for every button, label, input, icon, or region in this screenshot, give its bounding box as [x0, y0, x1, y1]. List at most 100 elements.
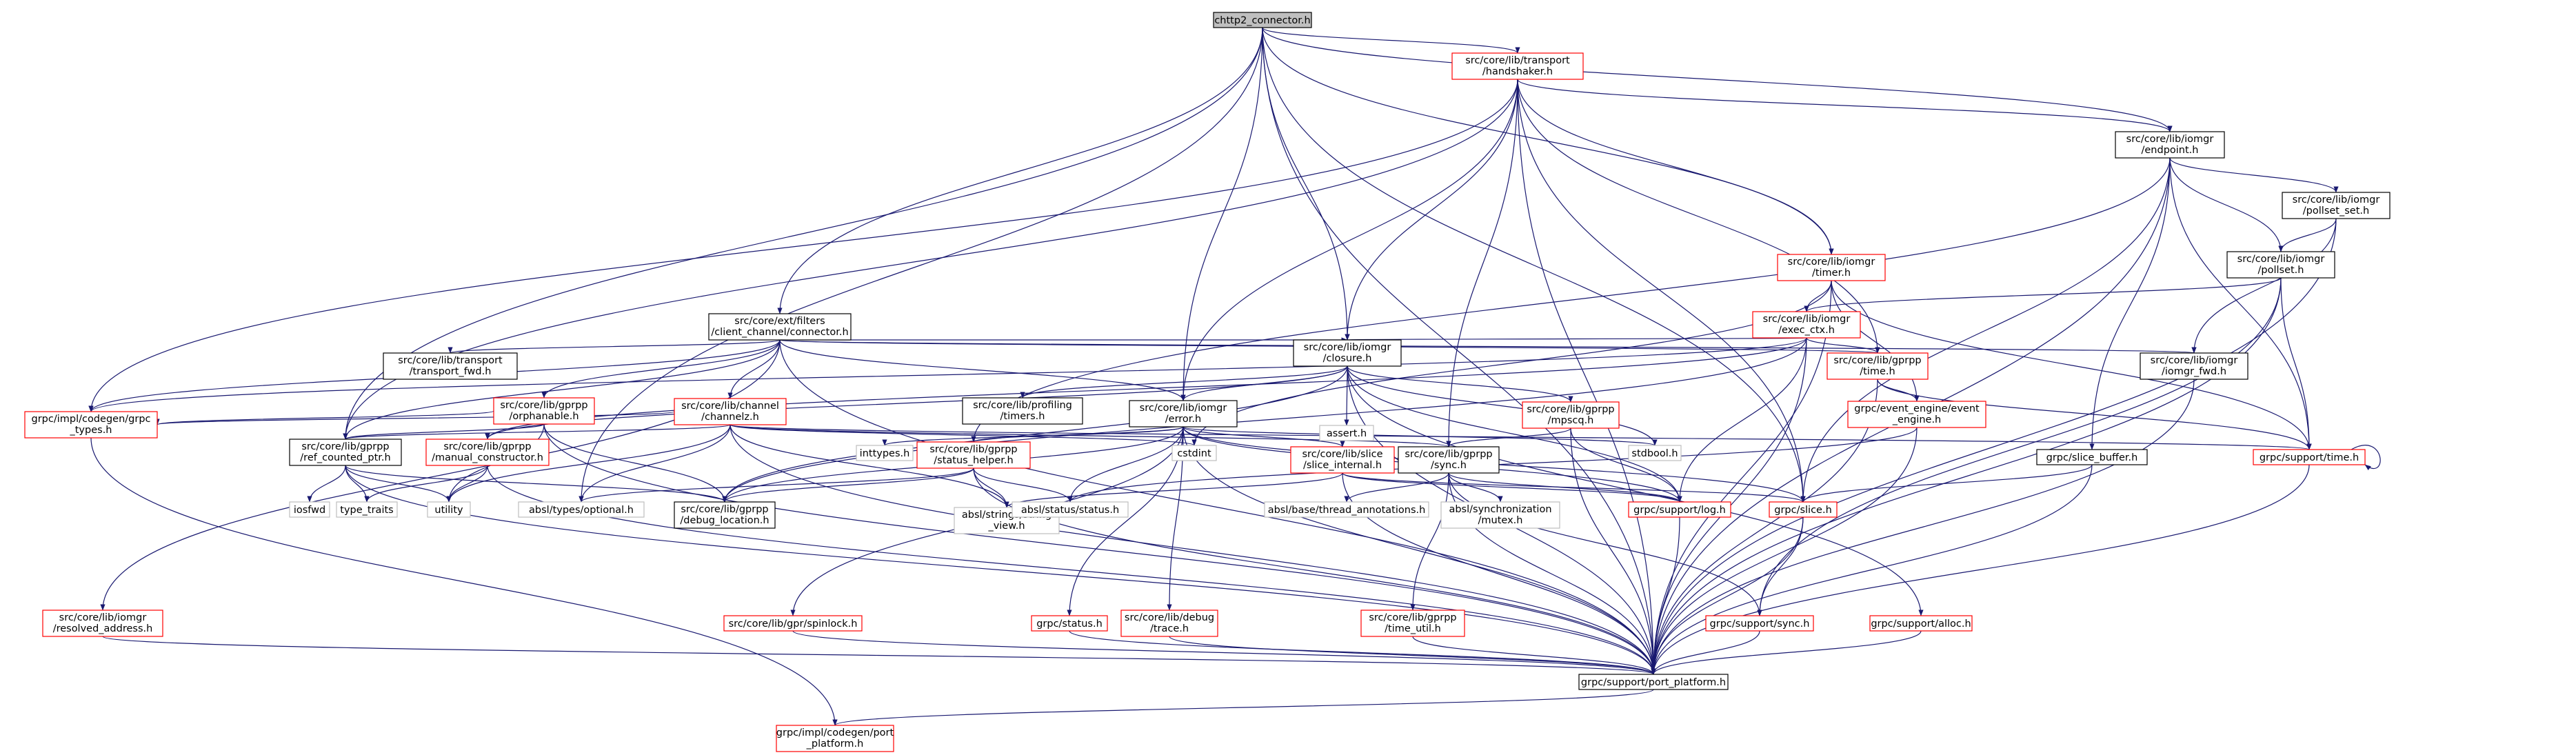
- node-port_platform[interactable]: grpc/support/port_platform.h: [1578, 674, 1729, 690]
- node-channelz[interactable]: src/core/lib/channel/channelz.h: [674, 398, 787, 425]
- node-gprpp_time[interactable]: src/core/lib/gprpp/time.h: [1827, 352, 1929, 380]
- edge-handshaker-to-gprpp_sync: [1446, 79, 1518, 447]
- edge-ref_counted_ptr-to-iosfwd: [307, 465, 346, 503]
- edge-pollset-to-exec_ctx: [1804, 277, 2282, 312]
- node-slice_internal[interactable]: src/core/lib/slice/slice_internal.h: [1290, 446, 1395, 474]
- node-label: absl/types/optional.h: [529, 505, 634, 516]
- edge-channelz-to-string_view: [729, 424, 1009, 508]
- node-exec_ctx[interactable]: src/core/lib/iomgr/exec_ctx.h: [1752, 311, 1861, 339]
- node-grpc_slice[interactable]: grpc/slice.h: [1769, 501, 1838, 518]
- node-iomgr_fwd[interactable]: src/core/lib/iomgr/iomgr_fwd.h: [2140, 352, 2248, 380]
- node-pollset_set[interactable]: src/core/lib/iomgr/pollset_set.h: [2282, 192, 2391, 219]
- edge-channelz-to-ref_counted_ptr: [343, 424, 731, 440]
- edge-channelz-to-gprpp_sync: [729, 424, 1451, 447]
- node-label: src/core/lib/channel/channelz.h: [681, 401, 779, 423]
- edge-grpc_types-to-codegen_port_platform: [90, 437, 838, 726]
- node-status_helper[interactable]: src/core/lib/gprpp/status_helper.h: [916, 441, 1031, 469]
- edge-handshaker-to-grpc_slice: [1517, 79, 1806, 503]
- node-box: [2282, 192, 2391, 219]
- node-label: src/core/lib/gprpp/mpscq.h: [1527, 404, 1614, 426]
- node-box: [1031, 615, 1108, 632]
- edge-client_channel_connector-to-channelz: [727, 339, 781, 399]
- node-resolved_address[interactable]: src/core/lib/iomgr/resolved_address.h: [42, 610, 163, 637]
- node-codegen_port_platform[interactable]: grpc/impl/codegen/port_platform.h: [776, 725, 894, 752]
- node-label: src/core/lib/gprpp/orphanable.h: [500, 400, 587, 422]
- node-box: [1628, 501, 1731, 518]
- node-box: [1129, 400, 1238, 427]
- node-support_sync[interactable]: grpc/support/sync.h: [1705, 615, 1814, 632]
- node-debug_trace[interactable]: src/core/lib/debug/trace.h: [1120, 610, 1218, 637]
- node-label: type_traits: [340, 505, 393, 516]
- node-pollset[interactable]: src/core/lib/iomgr/pollset.h: [2226, 251, 2335, 279]
- node-manual_constructor[interactable]: src/core/lib/gprpp/manual_constructor.h: [425, 439, 550, 466]
- edge-root-to-iomgr_error: [1180, 27, 1263, 401]
- node-profiling_timers[interactable]: src/core/lib/profiling/timers.h: [962, 397, 1083, 425]
- node-slice_buffer[interactable]: grpc/slice_buffer.h: [2036, 449, 2148, 465]
- node-event_engine[interactable]: grpc/event_engine/event_engine.h: [1847, 401, 1986, 428]
- edge-closure-to-profiling_timers: [1020, 365, 1348, 399]
- node-mpscq[interactable]: src/core/lib/gprpp/mpscq.h: [1522, 401, 1620, 429]
- node-box: [1012, 501, 1129, 518]
- node-box: [2226, 251, 2335, 279]
- edge-client_channel_connector-to-ref_counted_ptr: [343, 339, 781, 440]
- node-label: absl/status/status.h: [1021, 505, 1119, 516]
- edge-pollset-to-support_time: [2280, 277, 2312, 450]
- edge-closure-to-debug_location: [722, 365, 1348, 503]
- node-grpc_types[interactable]: grpc/impl/codegen/grpc_types.h: [24, 411, 158, 439]
- edge-closure-to-mpscq: [1347, 365, 1573, 403]
- node-box: [493, 397, 595, 425]
- node-client_channel_connector[interactable]: src/core/ext/filters/client_channel/conn…: [708, 313, 852, 341]
- node-iomgr_error[interactable]: src/core/lib/iomgr/error.h: [1129, 400, 1238, 427]
- node-box: [2036, 449, 2148, 465]
- node-label: src/core/lib/iomgr/timer.h: [1788, 256, 1875, 279]
- node-box: [1869, 615, 1973, 632]
- node-handshaker[interactable]: src/core/lib/transport/handshaker.h: [1451, 52, 1584, 80]
- node-absl_mutex: absl/synchronization/mutex.h: [1440, 501, 1560, 529]
- node-grpc_status[interactable]: grpc/status.h: [1031, 615, 1108, 632]
- node-spinlock[interactable]: src/core/lib/gpr/spinlock.h: [723, 615, 863, 632]
- node-time_util[interactable]: src/core/lib/gprpp/time_util.h: [1360, 610, 1465, 637]
- node-box: [1752, 311, 1861, 339]
- node-label: assert.h: [1327, 428, 1367, 439]
- node-box: [776, 725, 894, 752]
- node-label: utility: [434, 505, 463, 516]
- edge-gprpp_time-to-port_platform: [1651, 379, 1878, 675]
- node-box: [1522, 401, 1620, 429]
- node-endpoint[interactable]: src/core/lib/iomgr/endpoint.h: [2115, 131, 2225, 159]
- node-box: [1628, 445, 1682, 461]
- node-root[interactable]: chttp2_connector.h: [1213, 12, 1312, 28]
- node-support_time[interactable]: grpc/support/time.h: [2253, 449, 2366, 465]
- node-ref_counted_ptr[interactable]: src/core/lib/gprpp/ref_counted_ptr.h: [289, 439, 402, 466]
- edge-slice_internal-to-grpc_slice: [1342, 472, 1806, 503]
- node-box: [42, 610, 163, 637]
- edge-iomgr_error-to-status_helper: [971, 426, 1184, 443]
- edge-mpscq-to-port_platform: [1570, 427, 1656, 675]
- node-label: inttypes.h: [860, 448, 910, 459]
- node-label: src/core/lib/iomgr/resolved_address.h: [53, 612, 153, 634]
- edge-port_platform-to-codegen_port_platform: [832, 689, 1654, 726]
- node-orphanable[interactable]: src/core/lib/gprpp/orphanable.h: [493, 397, 595, 425]
- node-box: [24, 411, 158, 439]
- node-debug_location[interactable]: src/core/lib/gprpp/debug_location.h: [674, 501, 776, 529]
- edge-orphanable-to-ref_counted_ptr: [343, 423, 545, 440]
- node-support_alloc[interactable]: grpc/support/alloc.h: [1869, 615, 1973, 632]
- node-label: grpc/event_engine/event_engine.h: [1854, 403, 1980, 425]
- node-box: [1827, 352, 1929, 380]
- node-thread_annotations: absl/base/thread_annotations.h: [1264, 501, 1429, 518]
- node-absl_status: absl/status/status.h: [1012, 501, 1129, 518]
- edge-gprpp_sync-to-absl_mutex: [1448, 472, 1503, 503]
- node-box: [1777, 254, 1886, 281]
- edge-root-to-grpc_slice: [1262, 27, 1806, 503]
- node-timer[interactable]: src/core/lib/iomgr/timer.h: [1777, 254, 1886, 281]
- node-support_log[interactable]: grpc/support/log.h: [1628, 501, 1731, 518]
- edge-grpc_status-to-port_platform: [1069, 630, 1656, 675]
- node-closure[interactable]: src/core/lib/iomgr/closure.h: [1293, 339, 1402, 367]
- edge-endpoint-to-support_time: [2169, 157, 2312, 450]
- edge-iomgr_error-to-slice_internal: [1183, 426, 1345, 447]
- node-gprpp_sync[interactable]: src/core/lib/gprpp/sync.h: [1398, 446, 1500, 474]
- edge-gprpp_sync-to-thread_annotations: [1344, 472, 1449, 503]
- node-label: grpc/slice_buffer.h: [2046, 452, 2138, 463]
- edge-support_alloc-to-port_platform: [1651, 630, 1922, 675]
- edge-closure-to-support_log: [1347, 365, 1682, 503]
- node-transport_fwd[interactable]: src/core/lib/transport/transport_fwd.h: [383, 352, 518, 380]
